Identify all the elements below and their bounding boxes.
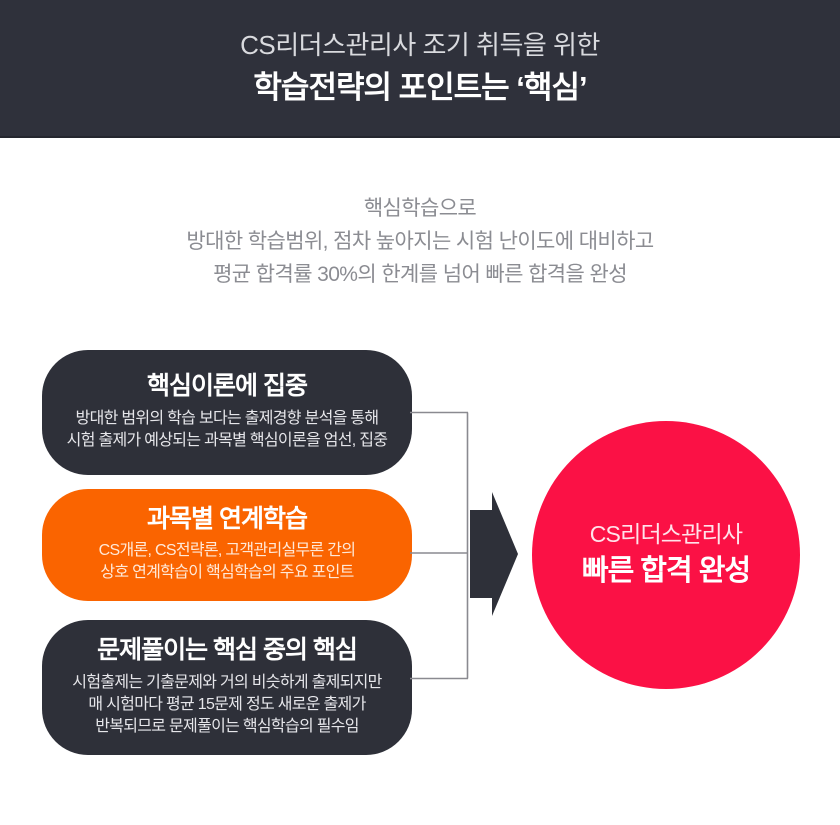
strategy-card-body-line: 방대한 범위의 학습 보다는 출제경향 분석을 통해 <box>75 409 380 427</box>
strategy-card-body-line: 매 시험마다 평균 15문제 정도 새로운 출제가 <box>88 695 366 713</box>
strategy-card-title: 과목별 연계학습 <box>147 504 308 533</box>
strategy-card-title: 핵심이론에 집중 <box>147 372 308 401</box>
strategy-card-body: CS개론, CS전략론, 고객관리실무론 간의 상호 연계학습이 핵심학습의 주… <box>99 540 356 584</box>
lead-line-1: 핵심학습으로 <box>363 197 477 220</box>
strategy-card-core-theory: 핵심이론에 집중 방대한 범위의 학습 보다는 출제경향 분석을 통해 시험 출… <box>42 350 412 475</box>
strategy-card-body-line: 상호 연계학습이 핵심학습의 주요 포인트 <box>100 564 354 582</box>
right-arrow-icon <box>470 492 518 616</box>
header-subtitle: CS리더스관리사 조기 취득을 위한 <box>240 29 600 60</box>
strategy-card-problem-solving: 문제풀이는 핵심 중의 핵심 시험출제는 기출문제와 거의 비슷하게 출제되지만… <box>42 620 412 755</box>
lead-line-3: 평균 합격률 30%의 한계를 넘어 빠른 합격을 완성 <box>213 263 627 286</box>
strategy-card-body: 시험출제는 기출문제와 거의 비슷하게 출제되지만 매 시험마다 평균 15문제… <box>72 672 382 738</box>
lead-paragraph: 핵심학습으로 방대한 학습범위, 점차 높아지는 시험 난이도에 대비하고 평균… <box>0 192 840 291</box>
right-arrow-shape <box>470 492 518 616</box>
goal-subtitle: CS리더스관리사 <box>589 520 743 547</box>
goal-title: 빠른 합격 완성 <box>581 555 751 588</box>
lead-line-2: 방대한 학습범위, 점차 높아지는 시험 난이도에 대비하고 <box>186 230 654 253</box>
goal-circle: CS리더스관리사 빠른 합격 완성 <box>532 421 800 689</box>
strategy-card-linked-study: 과목별 연계학습 CS개론, CS전략론, 고객관리실무론 간의 상호 연계학습… <box>42 489 412 601</box>
strategy-card-title: 문제풀이는 핵심 중의 핵심 <box>97 636 358 665</box>
header-band: CS리더스관리사 조기 취득을 위한 학습전략의 포인트는 ‘핵심’ <box>0 0 840 138</box>
strategy-card-body-line: 시험출제는 기출문제와 거의 비슷하게 출제되지만 <box>72 673 382 691</box>
strategy-card-body-line: CS개론, CS전략론, 고객관리실무론 간의 <box>98 542 356 560</box>
strategy-card-body: 방대한 범위의 학습 보다는 출제경향 분석을 통해 시험 출제가 예상되는 과… <box>67 408 388 452</box>
strategy-card-body-line: 시험 출제가 예상되는 과목별 핵심이론을 엄선, 집중 <box>66 431 388 449</box>
header-title: 학습전략의 포인트는 ‘핵심’ <box>253 70 587 105</box>
strategy-card-body-line: 반복되므로 문제풀이는 핵심학습의 필수임 <box>95 717 359 735</box>
